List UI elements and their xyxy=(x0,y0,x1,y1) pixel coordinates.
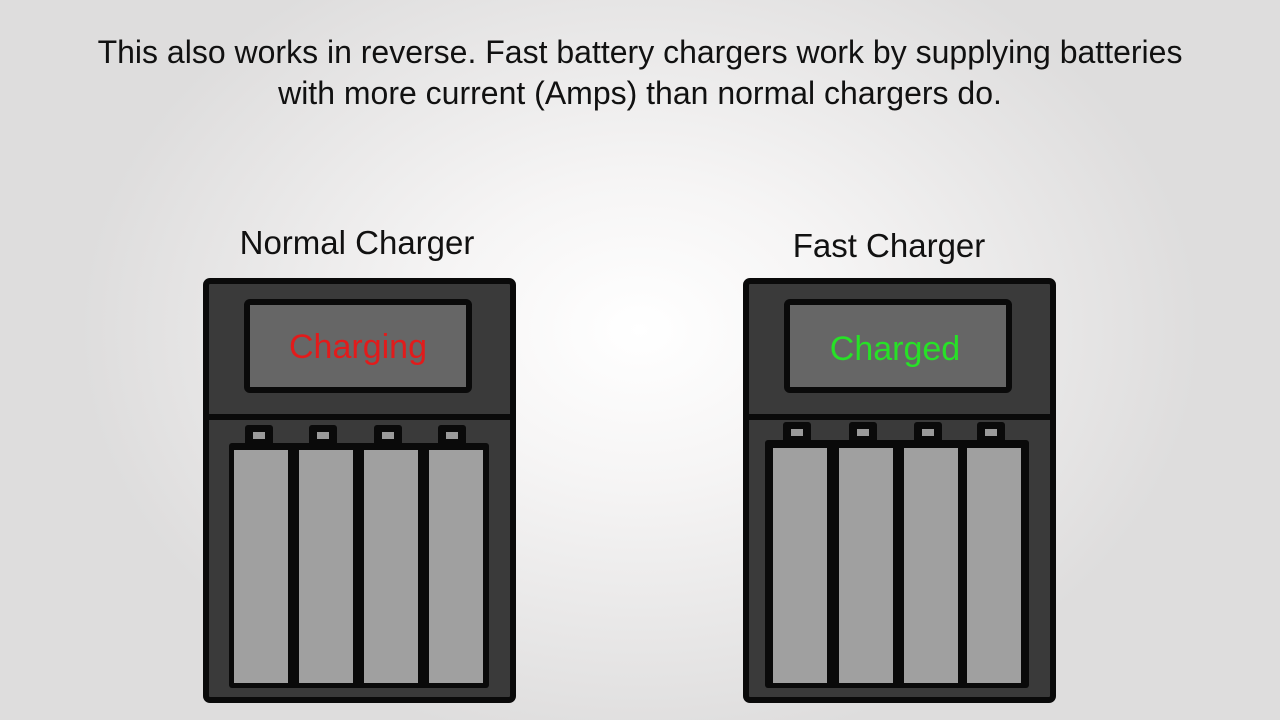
battery xyxy=(839,448,893,683)
battery-bay-1 xyxy=(234,425,288,683)
caption-line-1: This also works in reverse. Fast battery… xyxy=(97,34,1183,70)
terminal-contact xyxy=(253,432,265,439)
battery xyxy=(299,450,353,683)
normal-charger-illustration: Charging xyxy=(203,278,516,703)
battery-bay-2 xyxy=(839,422,893,683)
status-text: Charged xyxy=(830,330,960,368)
battery xyxy=(773,448,827,683)
status-text: Charging xyxy=(289,328,427,366)
fast-charger-illustration: Charged xyxy=(743,278,1056,703)
caption-text: This also works in reverse. Fast battery… xyxy=(40,32,1240,114)
battery xyxy=(904,448,958,683)
status-screen xyxy=(244,299,472,393)
caption-line-2: with more current (Amps) than normal cha… xyxy=(278,75,1002,111)
battery-bay-3 xyxy=(904,422,958,683)
battery-bay-4 xyxy=(429,425,483,683)
terminal-contact xyxy=(985,429,997,436)
fast-charger-title: Fast Charger xyxy=(792,227,986,264)
battery-bay-2 xyxy=(299,425,353,683)
status-screen xyxy=(784,299,1012,393)
normal-charger: Charging xyxy=(203,278,516,703)
fast-charger: Charged xyxy=(743,278,1056,703)
terminal-contact xyxy=(446,432,458,439)
battery xyxy=(234,450,288,683)
terminal-contact xyxy=(791,429,803,436)
battery-bay-1 xyxy=(773,422,827,683)
terminal-contact xyxy=(922,429,934,436)
battery-bay-4 xyxy=(967,422,1021,683)
terminal-contact xyxy=(317,432,329,439)
terminal-contact xyxy=(382,432,394,439)
normal-charger-title: Normal Charger xyxy=(239,224,475,261)
terminal-contact xyxy=(857,429,869,436)
battery xyxy=(429,450,483,683)
battery xyxy=(967,448,1021,683)
battery-bay-3 xyxy=(364,425,418,683)
battery-tray xyxy=(229,443,489,688)
battery-tray xyxy=(765,440,1029,688)
battery xyxy=(364,450,418,683)
